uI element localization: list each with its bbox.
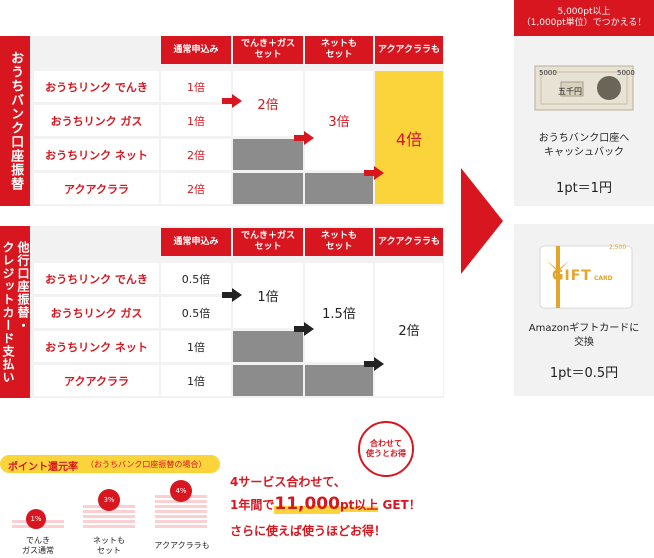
return-bar-label: ネットも セット: [93, 536, 125, 555]
section2-empty-block: [233, 331, 303, 362]
banknote-amount-right: 5000: [617, 69, 635, 77]
section2-row-label-aqua: アクアクララ: [34, 365, 159, 396]
section1-set-aqua: 4倍: [375, 71, 443, 204]
usage-condition-badge: 5,000pt以上 （1,000pt単位）でつかえる！: [514, 0, 654, 36]
gift-card-text: GIFT: [552, 268, 592, 284]
section2-rate-net: 1倍: [161, 331, 231, 362]
section2-header-normal: 通常申込み: [161, 228, 231, 256]
arrow-right-icon: [294, 322, 314, 336]
section2-rate-aqua: 1倍: [161, 365, 231, 396]
section2-set-net: 1.5倍: [305, 263, 373, 362]
section1-row-label-gas: おうちリンク ガス: [34, 105, 159, 136]
banknote-label: 五千円: [558, 87, 582, 96]
section1-header-denki-gas: でんき＋ガス セット: [233, 36, 303, 64]
return-bar-label: アクアクララも: [154, 541, 210, 550]
section1-set-net: 3倍: [305, 71, 373, 170]
arrow-right-icon: [294, 131, 314, 145]
section1-rate-gas: 1倍: [161, 105, 231, 136]
section1-row-label-net: おうちリンク ネット: [34, 139, 159, 170]
giftcard-rate: 1pt＝0.5円: [549, 366, 619, 381]
cashback-card: 5000 5000 五千円 おうちバンク口座へ キャッシュバック 1pt＝1円: [514, 36, 654, 206]
cashback-description: おうちバンク口座へ キャッシュバック: [538, 133, 630, 158]
section2-row-label-net: おうちリンク ネット: [34, 331, 159, 362]
section2-rate-denki: 0.5倍: [161, 263, 231, 294]
promo-amount: 11,000: [274, 494, 340, 514]
gift-card-amount: 2,500: [609, 244, 627, 251]
combine-deal-badge: 合わせて 使うとお得: [358, 421, 414, 477]
section2-side-label: 他行口座振替・ クレジットカード支払い: [0, 226, 30, 398]
section2-header-aqua: アクアクララも: [375, 228, 443, 256]
big-arrow-right-icon: [461, 168, 503, 274]
section1-empty-block: [233, 173, 303, 204]
promo-unit: pt以上: [339, 498, 379, 512]
return-pct-badge: 3%: [98, 489, 120, 511]
section2-rate-gas: 0.5倍: [161, 297, 231, 328]
banknote-amount-left: 5000: [539, 69, 557, 77]
section2-set-aqua: 2倍: [375, 263, 443, 396]
arrow-right-icon: [222, 94, 242, 108]
section1-set-denki-gas: 2倍: [233, 71, 303, 136]
cashback-rate: 1pt＝1円: [556, 181, 612, 196]
arrow-right-icon: [222, 288, 242, 302]
point-return-title: ポイント還元率: [8, 462, 78, 473]
banknote-icon: [534, 65, 634, 111]
section1-row-label-denki: おうちリンク でんき: [34, 71, 159, 102]
section1-rate-net: 2倍: [161, 139, 231, 170]
arrow-right-icon: [364, 166, 384, 180]
arrow-right-icon: [364, 357, 384, 371]
section1-header-net: ネットも セット: [305, 36, 373, 64]
promo-line-1: 4サービス合わせて、: [230, 475, 346, 489]
section1-row-label-aqua: アクアクララ: [34, 173, 159, 204]
section1-rate-denki: 1倍: [161, 71, 231, 102]
return-bar-label: でんき ガス通常: [22, 536, 54, 555]
section1-header-aqua: アクアクララも: [375, 36, 443, 64]
giftcard-description: Amazonギフトカードに 交換: [528, 323, 640, 348]
section1-empty-block: [233, 139, 303, 170]
section1-side-label: おうちバンク口座振替: [0, 36, 30, 206]
section1-header-normal: 通常申込み: [161, 36, 231, 64]
section1-empty-block: [305, 173, 373, 204]
section2-row-label-denki: おうちリンク でんき: [34, 263, 159, 294]
return-pct-badge: 4%: [170, 480, 192, 502]
promo-line-2: 1年間で11,000pt以上 GET！: [230, 494, 421, 514]
point-return-note: （おうちバンク口座振替の場合）: [86, 460, 207, 469]
point-return-title-bar: [0, 455, 220, 473]
promo-line-3: さらに使えば使うほどお得！: [230, 524, 387, 538]
gift-card-sub: CARD: [594, 275, 613, 282]
return-pct-badge: 1%: [26, 509, 46, 529]
giftcard-card: 2,500 GIFT CARD Amazonギフトカードに 交換 1pt＝0.5…: [514, 224, 654, 396]
section2-header-net: ネットも セット: [305, 228, 373, 256]
gift-card-icon: [539, 245, 633, 309]
section2-row-label-gas: おうちリンク ガス: [34, 297, 159, 328]
section2-empty-block: [305, 365, 373, 396]
section2-set-denki-gas: 1倍: [233, 263, 303, 328]
section1-rate-aqua: 2倍: [161, 173, 231, 204]
section2-header-denki-gas: でんき＋ガス セット: [233, 228, 303, 256]
section2-empty-block: [233, 365, 303, 396]
